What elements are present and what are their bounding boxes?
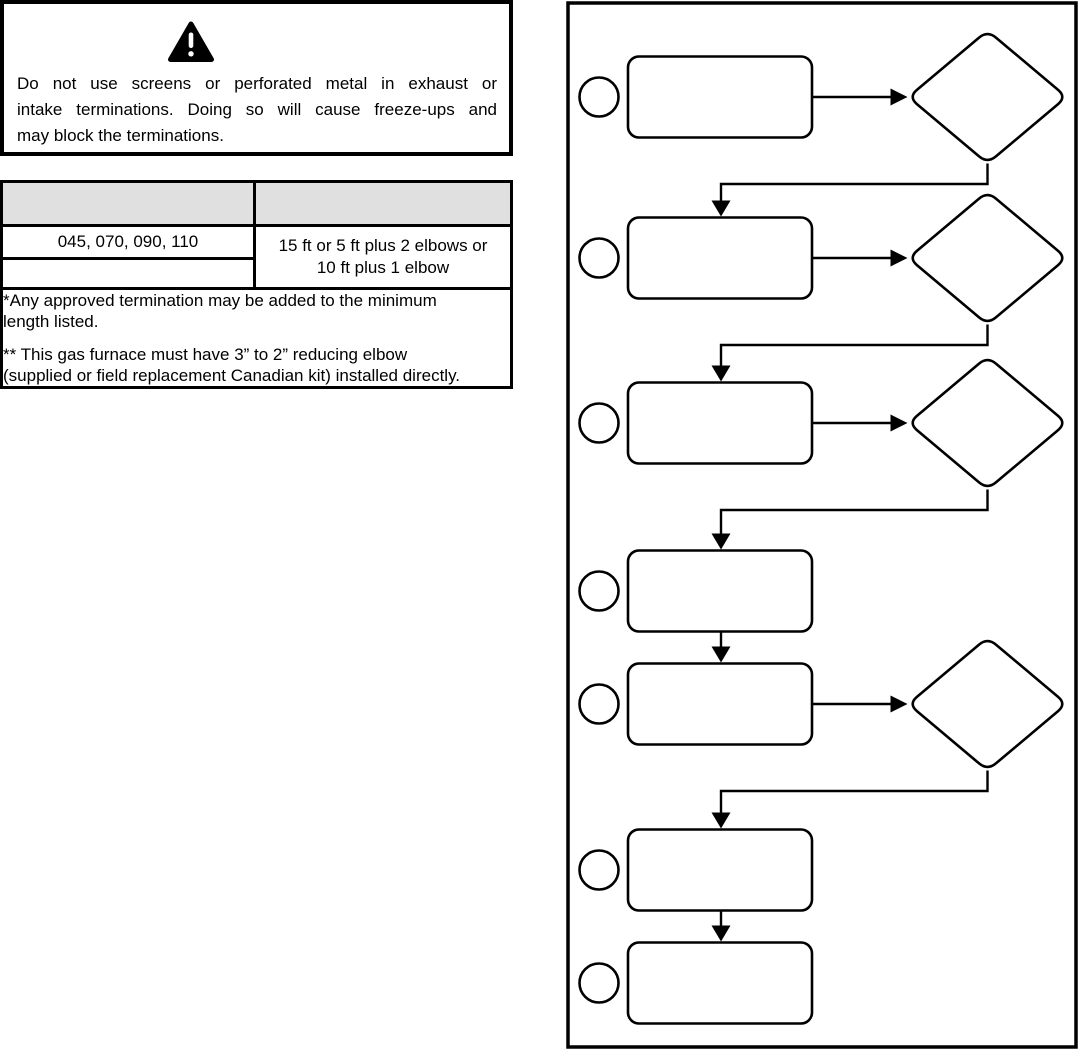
flow-connector-5-6-line: [719, 770, 989, 816]
flow-connector-3-4-line: [719, 489, 989, 537]
flow-step-3-right-arrowhead-icon: [890, 414, 908, 432]
note-double-asterisk: ** This gas furnace must have 3” to 2” r…: [3, 345, 461, 385]
flow-step-2-number-circle: [578, 237, 620, 279]
table-row: 045, 070, 090, 110 15 ft or 5 ft plus 2 …: [0, 224, 513, 290]
table-header-model-cell: [0, 180, 256, 227]
flow-step-5-process-box: [626, 662, 814, 746]
flow-step-3-decision-diamond: [911, 358, 1064, 488]
flow-step-2-right-arrowhead-icon: [890, 249, 908, 267]
flow-connector-4-5-arrowhead-icon: [711, 646, 731, 663]
table-row: [0, 257, 512, 290]
flow-step-7-process-box: [626, 941, 814, 1025]
flow-connector-2-3-line: [719, 324, 989, 369]
warning-line: intake terminations. Doing so will cause…: [17, 100, 497, 119]
warning-line: Do not use screens or perforated metal i…: [17, 74, 497, 93]
table-header-length-cell: [253, 180, 513, 227]
flow-step-1-number-circle: [578, 76, 620, 118]
flow-step-3-number-circle: [578, 402, 620, 444]
flow-step-2-decision-diamond: [911, 193, 1064, 323]
table-notes-cell: *Any approved termination may be added t…: [0, 287, 513, 389]
warning-line: may block the terminations.: [17, 126, 224, 145]
flow-step-4-process-box: [626, 549, 814, 633]
flowchart-border: [566, 1, 1078, 1049]
model-sizes-empty-cell: [0, 257, 256, 290]
flow-step-3-process-box: [626, 381, 814, 465]
table-notes-row: *Any approved termination may be added t…: [0, 287, 513, 389]
flow-step-1-process-box: [626, 55, 814, 139]
flow-step-5-right-arrowhead-icon: [890, 695, 908, 713]
flow-connector-2-3-arrowhead-icon: [711, 365, 731, 382]
flow-step-1-right-arrowhead-icon: [890, 88, 908, 106]
flow-step-4-number-circle: [578, 570, 620, 612]
model-sizes-cell: 045, 070, 090, 110: [0, 224, 256, 260]
flow-connector-1-2-line: [719, 163, 989, 204]
table-header-row: [0, 180, 513, 227]
warning-text: Do not use screens or perforated metal i…: [17, 71, 497, 149]
warning-triangle-icon: [168, 21, 214, 62]
flow-connector-6-7-arrowhead-icon: [711, 925, 731, 942]
flow-step-6-number-circle: [578, 849, 620, 891]
flow-connector-3-4-arrowhead-icon: [711, 533, 731, 550]
flow-connector-1-2-arrowhead-icon: [711, 200, 731, 217]
vent-length-table: 045, 070, 090, 110 15 ft or 5 ft plus 2 …: [0, 180, 513, 389]
flow-step-5-number-circle: [578, 683, 620, 725]
note-asterisk: *Any approved termination may be added t…: [3, 291, 437, 331]
flow-step-6-process-box: [626, 828, 814, 912]
flow-step-2-process-box: [626, 216, 814, 300]
flow-step-1-decision-diamond: [911, 32, 1064, 162]
min-vent-length-cell: 15 ft or 5 ft plus 2 elbows or 10 ft plu…: [253, 224, 513, 290]
warning-box: Do not use screens or perforated metal i…: [0, 0, 513, 156]
flow-connector-5-6-arrowhead-icon: [711, 812, 731, 829]
flow-step-5-decision-diamond: [911, 639, 1064, 769]
flow-step-7-number-circle: [578, 962, 620, 1004]
